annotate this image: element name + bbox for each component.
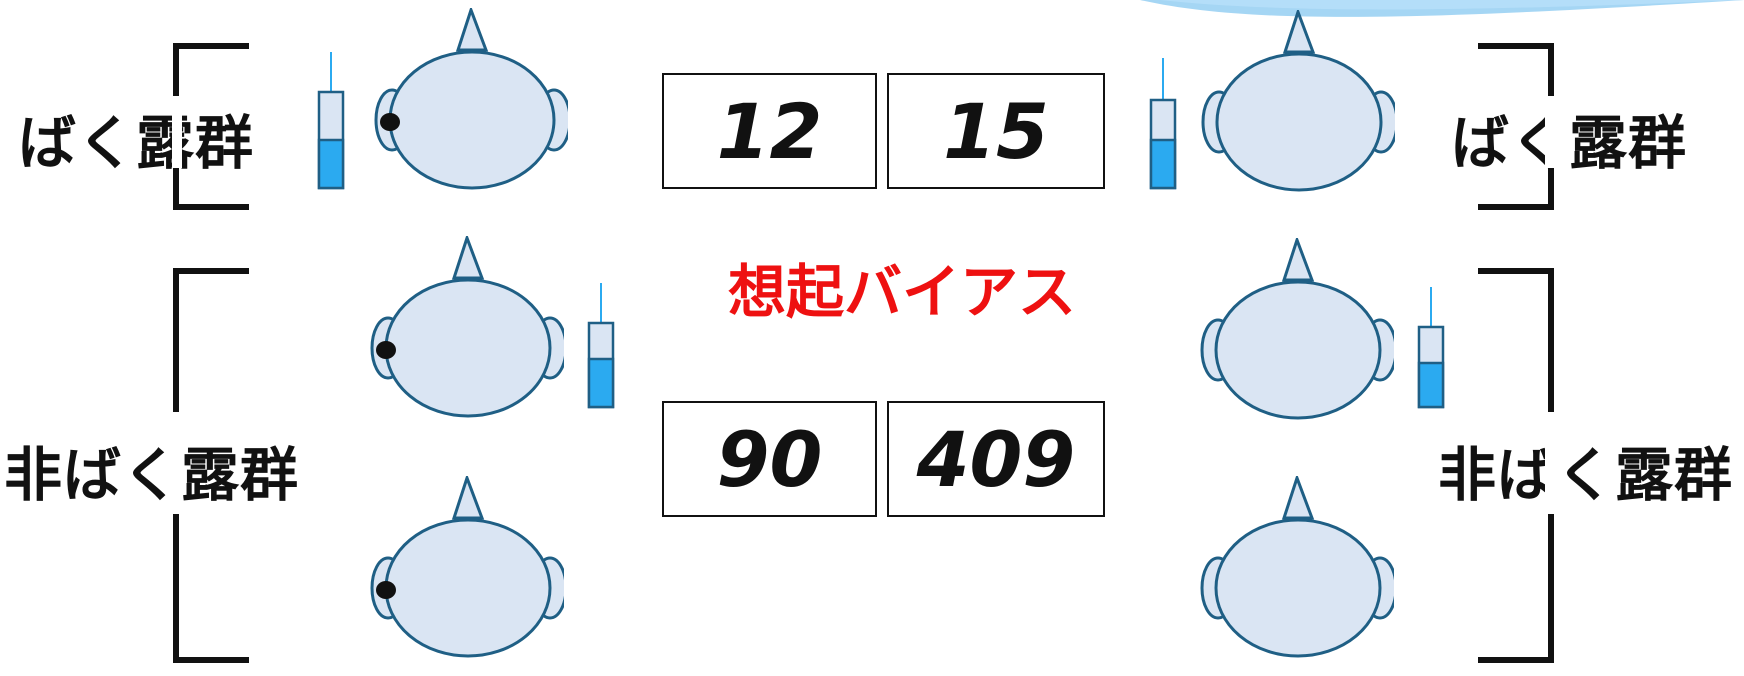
bracket-unexposed-left	[173, 268, 249, 663]
person-head-unexposed-left-2	[370, 476, 564, 658]
person-head-unexposed-left-1	[370, 236, 564, 418]
recall-bias-title: 想起バイアス	[728, 258, 1077, 326]
bracket-exposed-left	[173, 43, 249, 210]
label-unexposed-right: 非ばく露群	[1438, 441, 1734, 509]
label-exposed-left: ばく露群	[18, 109, 255, 177]
vial-icon-unexposed-left	[587, 283, 615, 409]
bracket-unexposed-right	[1478, 268, 1554, 663]
label-exposed-right: ばく露群	[1451, 109, 1688, 177]
person-head-exposed-left	[374, 8, 568, 190]
vial-icon-exposed-right	[1149, 58, 1177, 190]
person-head-unexposed-right-1	[1200, 238, 1394, 420]
cell-top-left: 12	[662, 73, 877, 189]
cell-bottom-right: 409	[887, 401, 1105, 517]
vial-icon-unexposed-right	[1417, 287, 1445, 409]
cell-top-right: 15	[887, 73, 1105, 189]
vial-icon-exposed-left	[317, 52, 345, 190]
bracket-exposed-right	[1478, 43, 1554, 210]
person-head-unexposed-right-2	[1200, 476, 1394, 658]
label-unexposed-left: 非ばく露群	[4, 441, 300, 509]
person-head-exposed-right	[1201, 10, 1395, 192]
cell-bottom-left: 90	[662, 401, 877, 517]
